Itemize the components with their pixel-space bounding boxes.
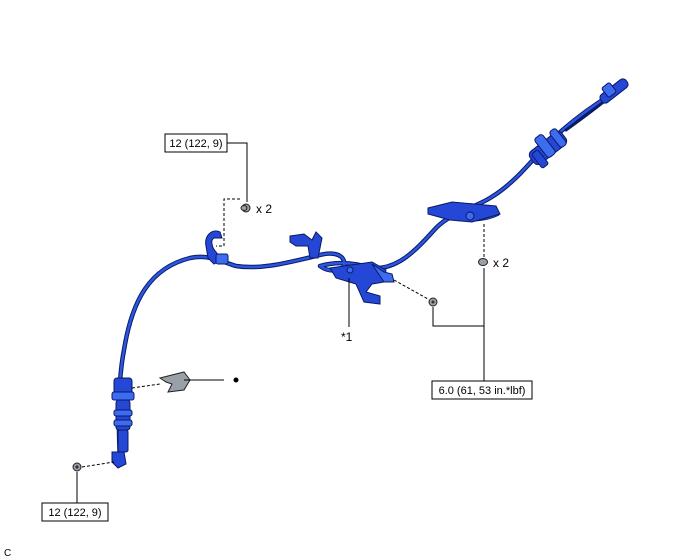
torque-label-lower-left: 12 (122, 9): [48, 507, 101, 519]
callout-dot: [233, 377, 239, 383]
quantity-label-upper: x 2: [256, 202, 272, 216]
torque-label-right: 6.0 (61, 53 in.*lbf): [439, 385, 526, 397]
cable-clip-mid: [289, 231, 323, 259]
bolt-upper: [240, 203, 251, 213]
part-marker-label: *1: [341, 330, 353, 344]
cable-end-fitting-rear: [111, 377, 135, 469]
cable-bracket-right: [427, 201, 501, 223]
nut-right: [478, 258, 488, 266]
cable-retaining-clip: [158, 371, 191, 393]
torque-box-upper-left: 12 (122, 9): [164, 133, 228, 153]
cable-end-fitting-front: [528, 78, 629, 169]
bolt-lower: [72, 462, 82, 472]
cable-hook-clip: [205, 230, 229, 265]
nut-center: [428, 297, 438, 307]
cable-equalizer-center: [329, 261, 395, 305]
torque-box-lower-left: 12 (122, 9): [41, 502, 109, 522]
leader-lines: [76, 142, 485, 503]
quantity-label-right: x 2: [493, 256, 509, 270]
torque-label-upper-left: 12 (122, 9): [169, 138, 222, 150]
torque-box-right: 6.0 (61, 53 in.*lbf): [431, 380, 533, 400]
corner-code: C: [4, 548, 11, 559]
